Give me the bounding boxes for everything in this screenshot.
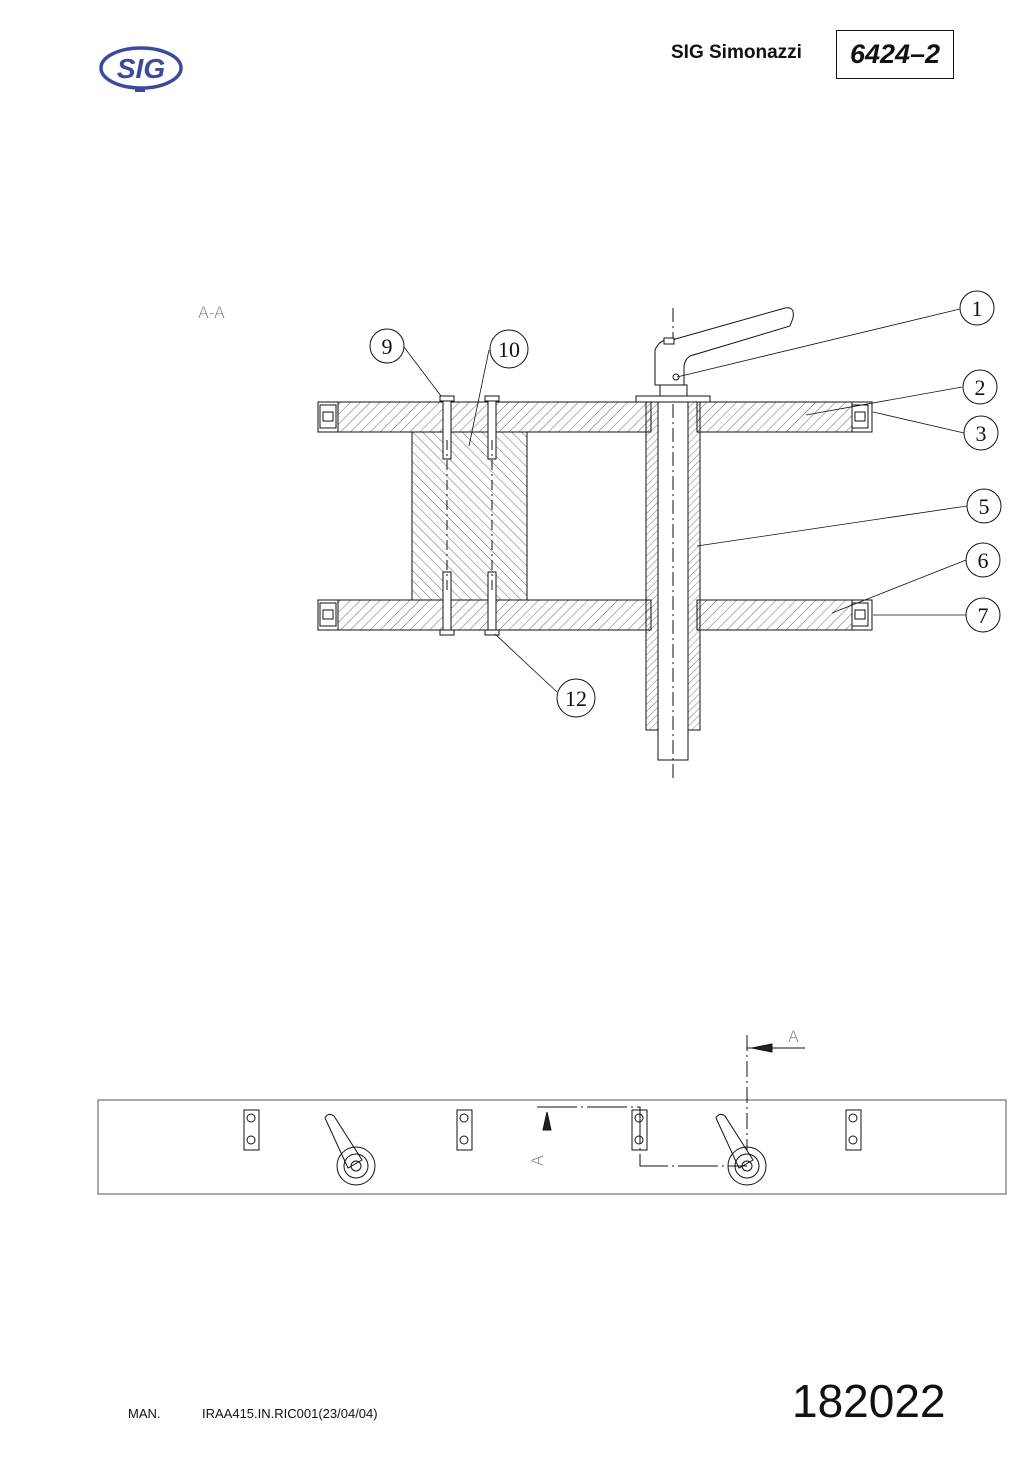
callout-3: 3 xyxy=(963,415,999,451)
footer-man-label: MAN. xyxy=(128,1406,161,1421)
callouts: 1 2 3 5 6 7 9 10 12 xyxy=(369,290,1002,718)
svg-text:7: 7 xyxy=(978,603,989,628)
bracket-2 xyxy=(456,1109,473,1151)
leader-lines xyxy=(403,308,968,693)
callout-9: 9 xyxy=(369,328,405,364)
svg-text:2: 2 xyxy=(975,375,986,400)
section-view xyxy=(317,307,873,780)
svg-text:1: 1 xyxy=(972,296,983,321)
svg-text:SIG: SIG xyxy=(117,53,165,84)
callout-1: 1 xyxy=(959,290,995,326)
svg-text:3: 3 xyxy=(976,421,987,446)
footer-reference: IRAA415.IN.RIC001(23/04/04) xyxy=(202,1406,378,1421)
svg-text:5: 5 xyxy=(979,494,990,519)
section-marker-left: A xyxy=(528,1155,547,1166)
lever-clamp-1 xyxy=(324,1113,376,1186)
sig-logo: SIG xyxy=(97,44,185,96)
bracket-4 xyxy=(845,1109,862,1151)
plan-view xyxy=(97,1035,1007,1195)
callout-7: 7 xyxy=(965,597,1001,633)
callout-5: 5 xyxy=(966,488,1002,524)
svg-text:9: 9 xyxy=(382,334,393,359)
svg-text:6: 6 xyxy=(978,548,989,573)
callout-12: 12 xyxy=(556,678,596,718)
bracket-1 xyxy=(243,1109,260,1151)
doc-number-box: 6424–2 xyxy=(836,30,954,79)
section-marker-top: A xyxy=(788,1027,799,1046)
footer-code: 182022 xyxy=(792,1375,946,1427)
doc-number: 6424–2 xyxy=(849,39,941,69)
callout-10: 10 xyxy=(489,329,529,369)
company-name: SIG Simonazzi xyxy=(671,42,802,63)
callout-2: 2 xyxy=(962,369,998,405)
svg-text:10: 10 xyxy=(498,337,520,362)
section-label: A-A xyxy=(198,303,225,322)
svg-text:12: 12 xyxy=(565,686,587,711)
callout-6: 6 xyxy=(965,542,1001,578)
